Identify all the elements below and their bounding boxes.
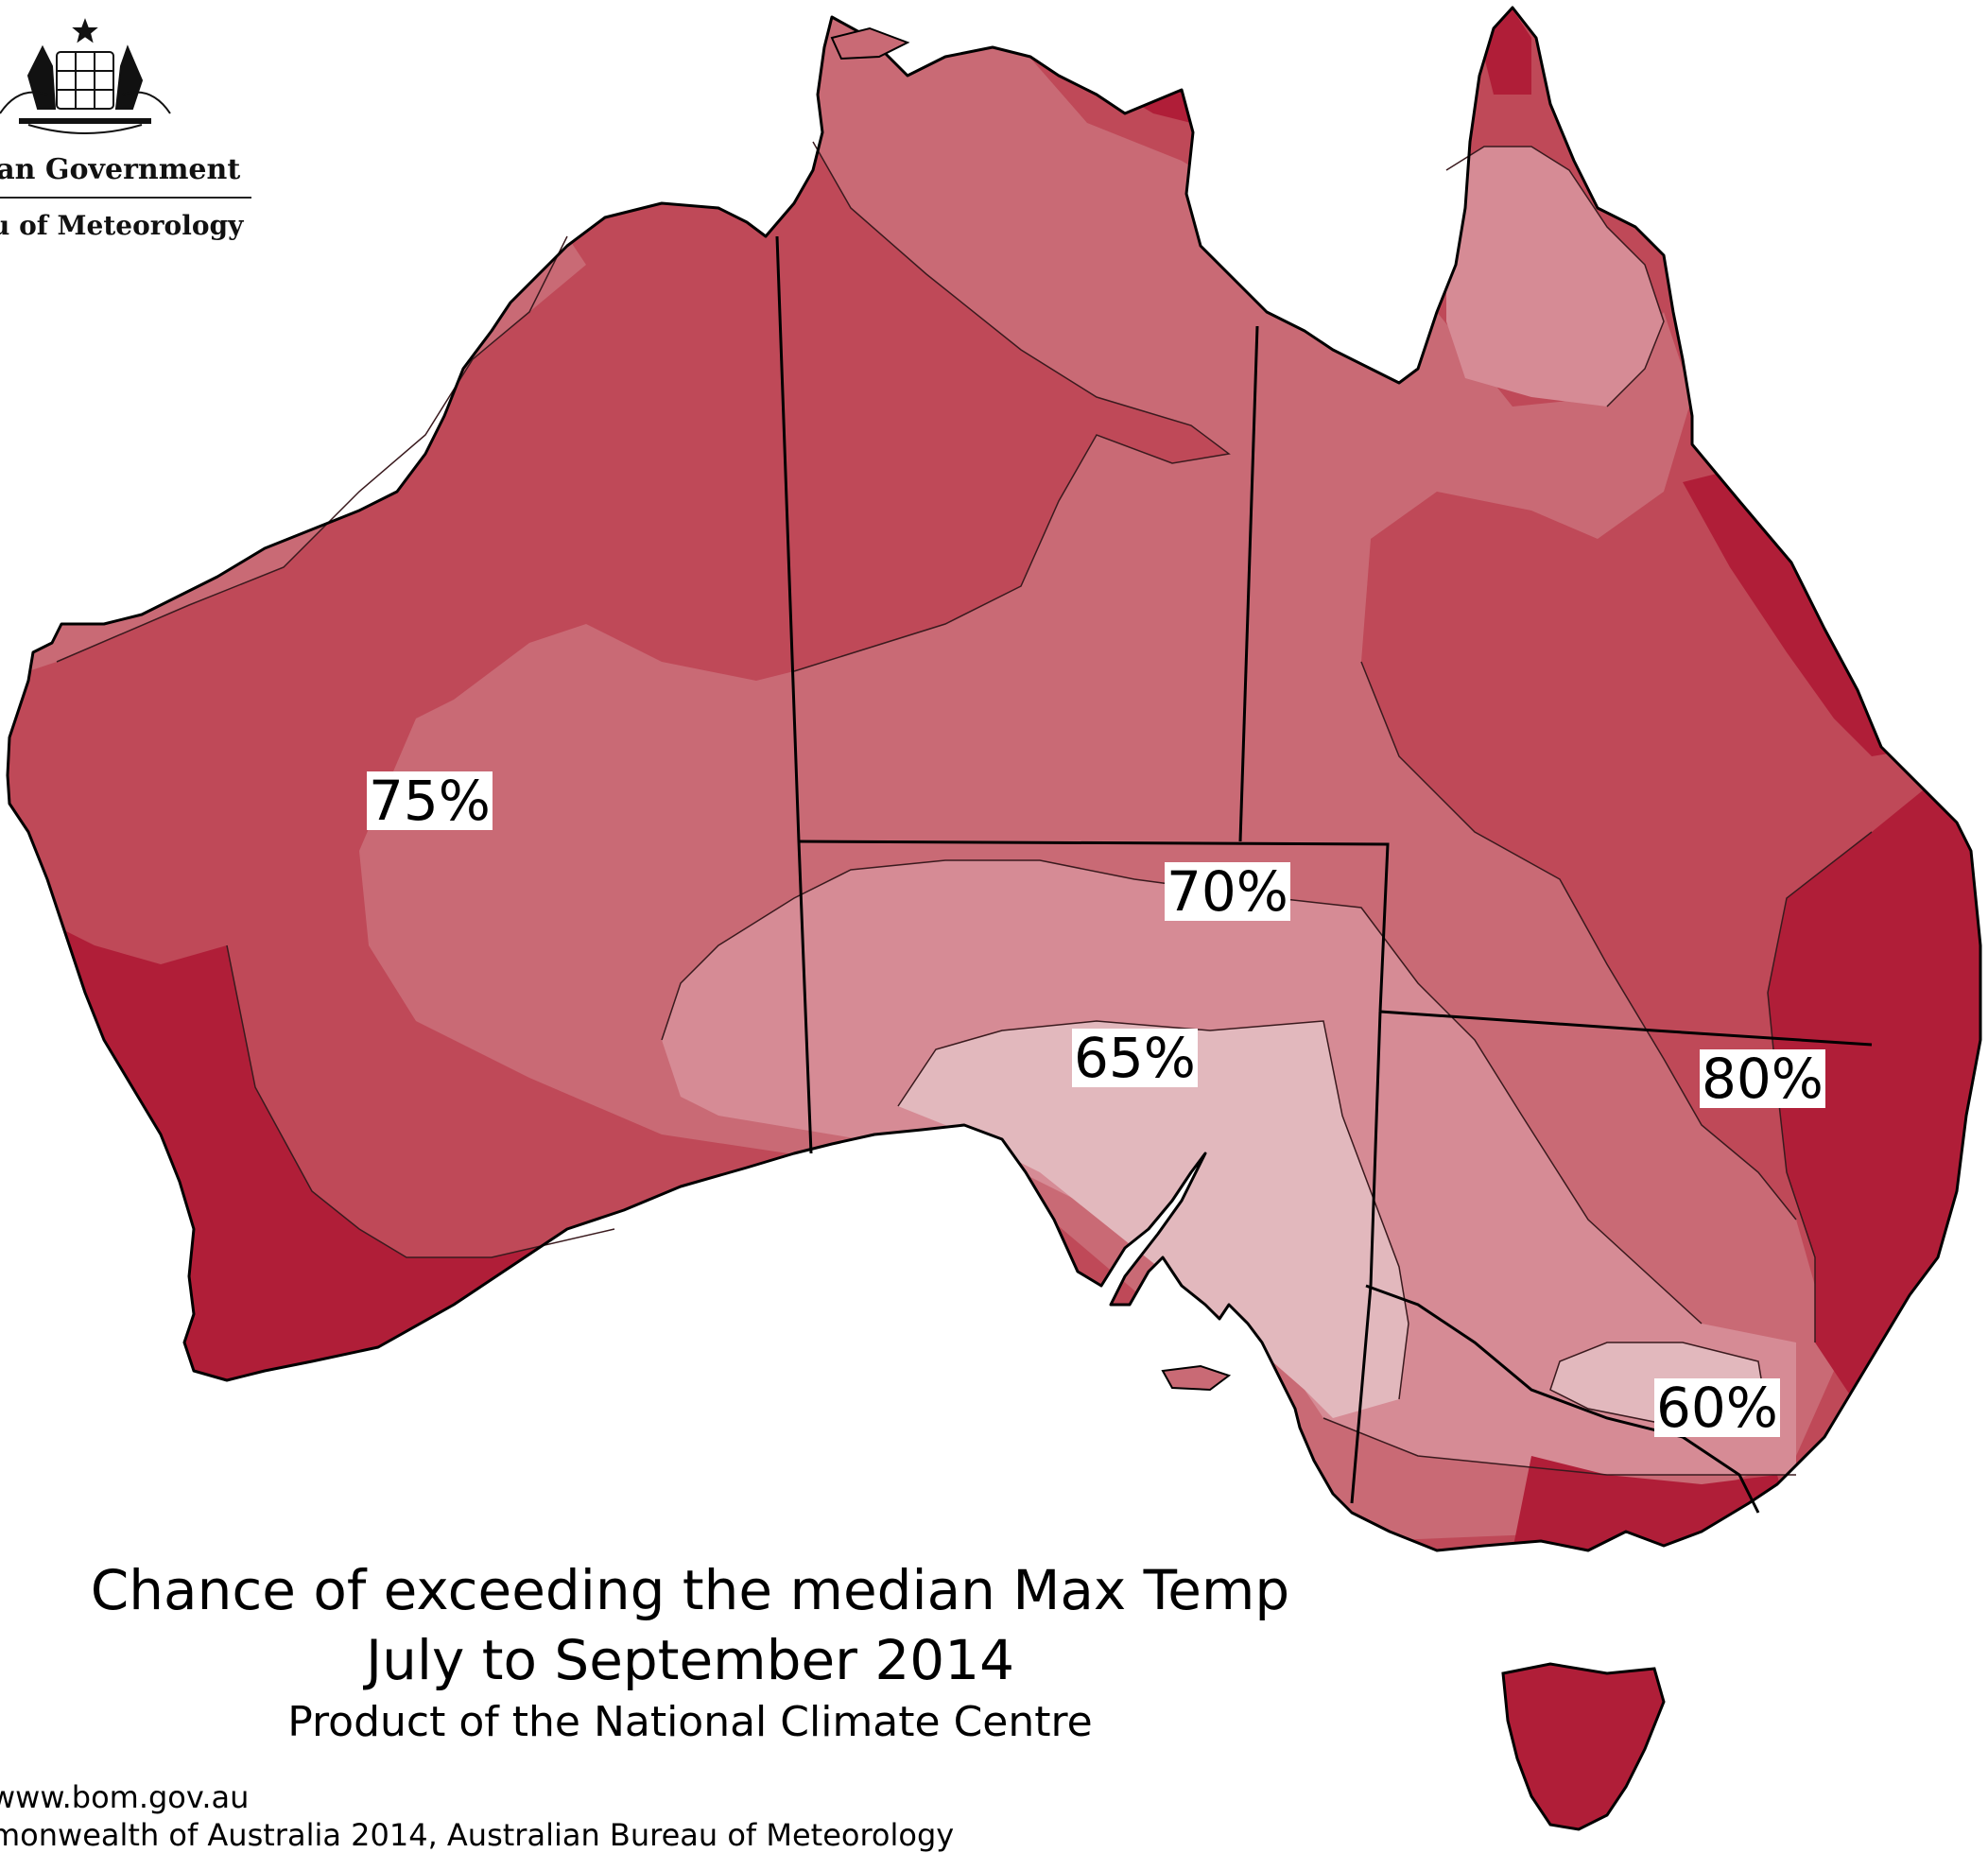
map-title: Chance of exceeding the median Max Temp — [90, 1558, 1290, 1622]
logo-divider — [0, 197, 251, 199]
coat-of-arms-icon — [0, 18, 171, 134]
contour-label-80: 80% — [1700, 1047, 1825, 1111]
contour-label-70: 70% — [1165, 859, 1290, 924]
contour-label-75: 75% — [367, 769, 493, 833]
map-product: Product of the National Climate Centre — [287, 1698, 1093, 1746]
map-period: July to September 2014 — [365, 1628, 1015, 1692]
website-link[interactable]: www.bom.gov.au — [0, 1779, 250, 1815]
contour-label-65: 65% — [1072, 1026, 1198, 1090]
contour-label-60: 60% — [1654, 1376, 1780, 1440]
bureau-name: eau of Meteorology — [0, 210, 244, 241]
copyright-text: monwealth of Australia 2014, Australian … — [0, 1817, 955, 1853]
agency-name: alian Government — [0, 153, 241, 186]
tasmania — [1501, 1662, 1666, 1831]
